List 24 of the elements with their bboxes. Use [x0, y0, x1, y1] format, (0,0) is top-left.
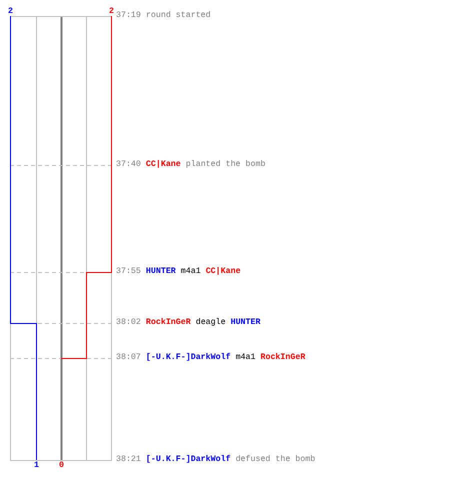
event-text: round started	[146, 11, 211, 21]
player-name: CC|Kane	[206, 267, 241, 277]
player-name: RockInGeR	[146, 318, 191, 328]
event-time: 37:55	[116, 267, 141, 277]
player-count: 0	[58, 462, 64, 469]
player-name: [-U.K.F-]DarkWolf	[146, 353, 231, 363]
player-name: [-U.K.F-]DarkWolf	[146, 455, 231, 465]
weapon-name: m4a1	[236, 353, 256, 363]
player-count: 2	[108, 8, 114, 15]
event-time: 37:19	[116, 11, 141, 21]
player-count: 1	[34, 462, 40, 469]
weapon-name: deagle	[196, 318, 226, 328]
weapon-name: m4a1	[180, 267, 201, 277]
player-name: HUNTER	[230, 318, 260, 328]
player-name: RockInGeR	[260, 353, 306, 363]
player-count: 2	[8, 8, 14, 15]
event-time: 38:02	[116, 318, 141, 328]
event-time: 38:07	[116, 353, 141, 363]
player-name: CC|Kane	[146, 160, 181, 170]
player-name: HUNTER	[146, 267, 176, 277]
event-time: 37:40	[116, 160, 141, 170]
event-text: planted the bomb	[186, 160, 266, 170]
event-time: 38:21	[116, 455, 141, 465]
event-text: defused the bomb	[236, 455, 316, 465]
